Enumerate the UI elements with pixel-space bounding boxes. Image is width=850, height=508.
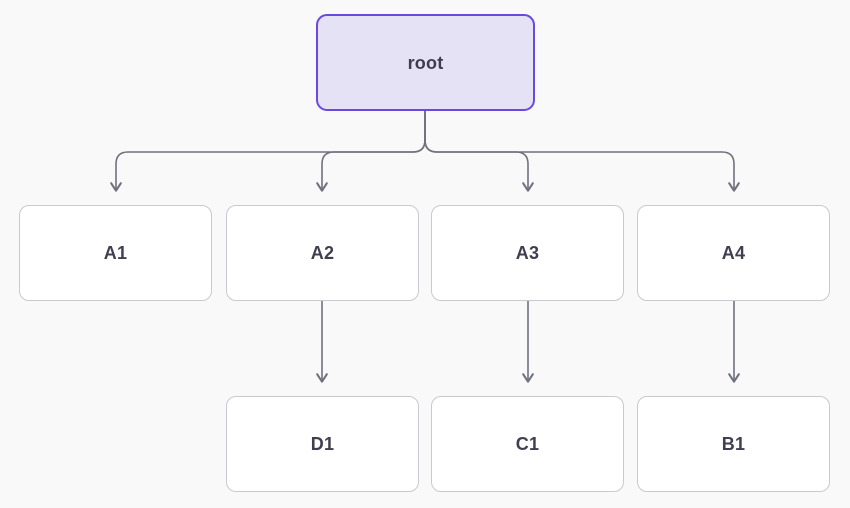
node-label-a4: A4 bbox=[721, 243, 746, 263]
node-d1[interactable]: D1 bbox=[226, 396, 419, 492]
node-a4[interactable]: A4 bbox=[637, 205, 830, 301]
node-label-a2: A2 bbox=[310, 243, 335, 263]
node-label-root: root bbox=[407, 52, 444, 73]
node-b1[interactable]: B1 bbox=[637, 396, 830, 492]
edge-root-A3 bbox=[424, 110, 534, 192]
edge-root-A4 bbox=[424, 110, 740, 192]
node-a3[interactable]: A3 bbox=[431, 205, 624, 301]
node-a2[interactable]: A2 bbox=[226, 205, 419, 301]
edge-root-A1 bbox=[110, 110, 426, 192]
edge-root-A2 bbox=[316, 110, 426, 192]
node-label-a3: A3 bbox=[515, 243, 540, 263]
node-label-c1: C1 bbox=[515, 434, 540, 454]
node-label-b1: B1 bbox=[721, 434, 746, 454]
node-label-a1: A1 bbox=[103, 243, 128, 263]
node-root[interactable]: root bbox=[316, 14, 535, 111]
node-a1[interactable]: A1 bbox=[19, 205, 212, 301]
node-c1[interactable]: C1 bbox=[431, 396, 624, 492]
node-label-d1: D1 bbox=[310, 434, 335, 454]
